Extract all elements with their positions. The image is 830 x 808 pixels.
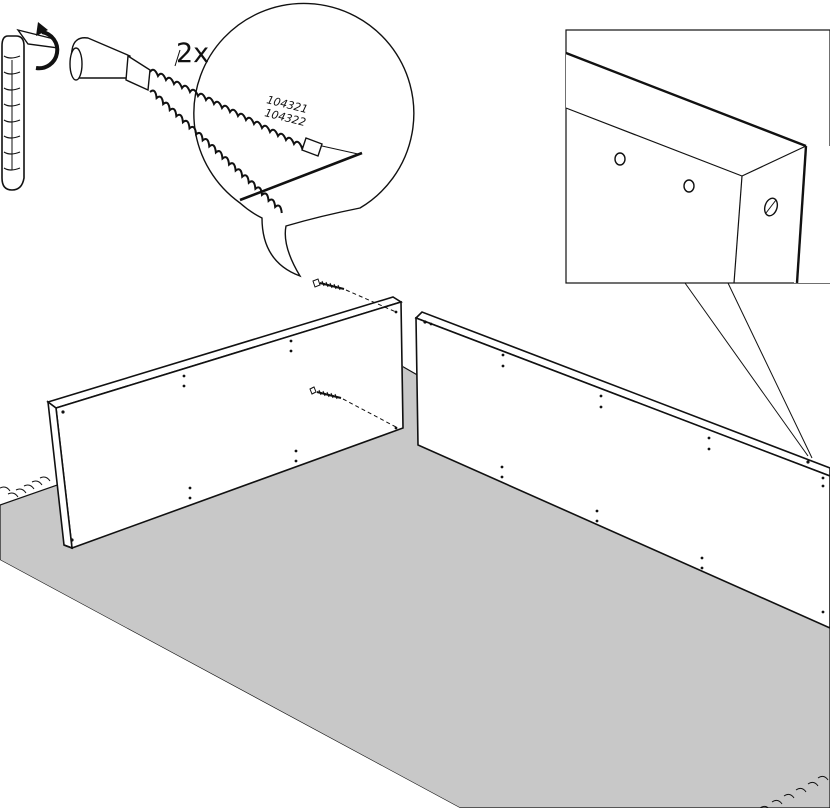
quantity-label: 2x bbox=[176, 38, 209, 69]
left-panel-holes bbox=[61, 310, 398, 542]
rug-fringe-right bbox=[759, 775, 829, 808]
screwdriver-icon bbox=[1, 28, 59, 191]
screw-icon bbox=[309, 278, 397, 428]
detail-zoom-callout bbox=[565, 29, 830, 459]
left-panel bbox=[46, 296, 404, 550]
right-panel bbox=[414, 311, 830, 629]
rotate-clockwise-icon bbox=[35, 22, 60, 71]
rug-fringe-left bbox=[0, 476, 51, 498]
right-panel-holes bbox=[423, 320, 825, 614]
magnifier-callout: 2x 104321 104322 bbox=[69, 2, 415, 278]
screw-thread bbox=[149, 68, 311, 214]
